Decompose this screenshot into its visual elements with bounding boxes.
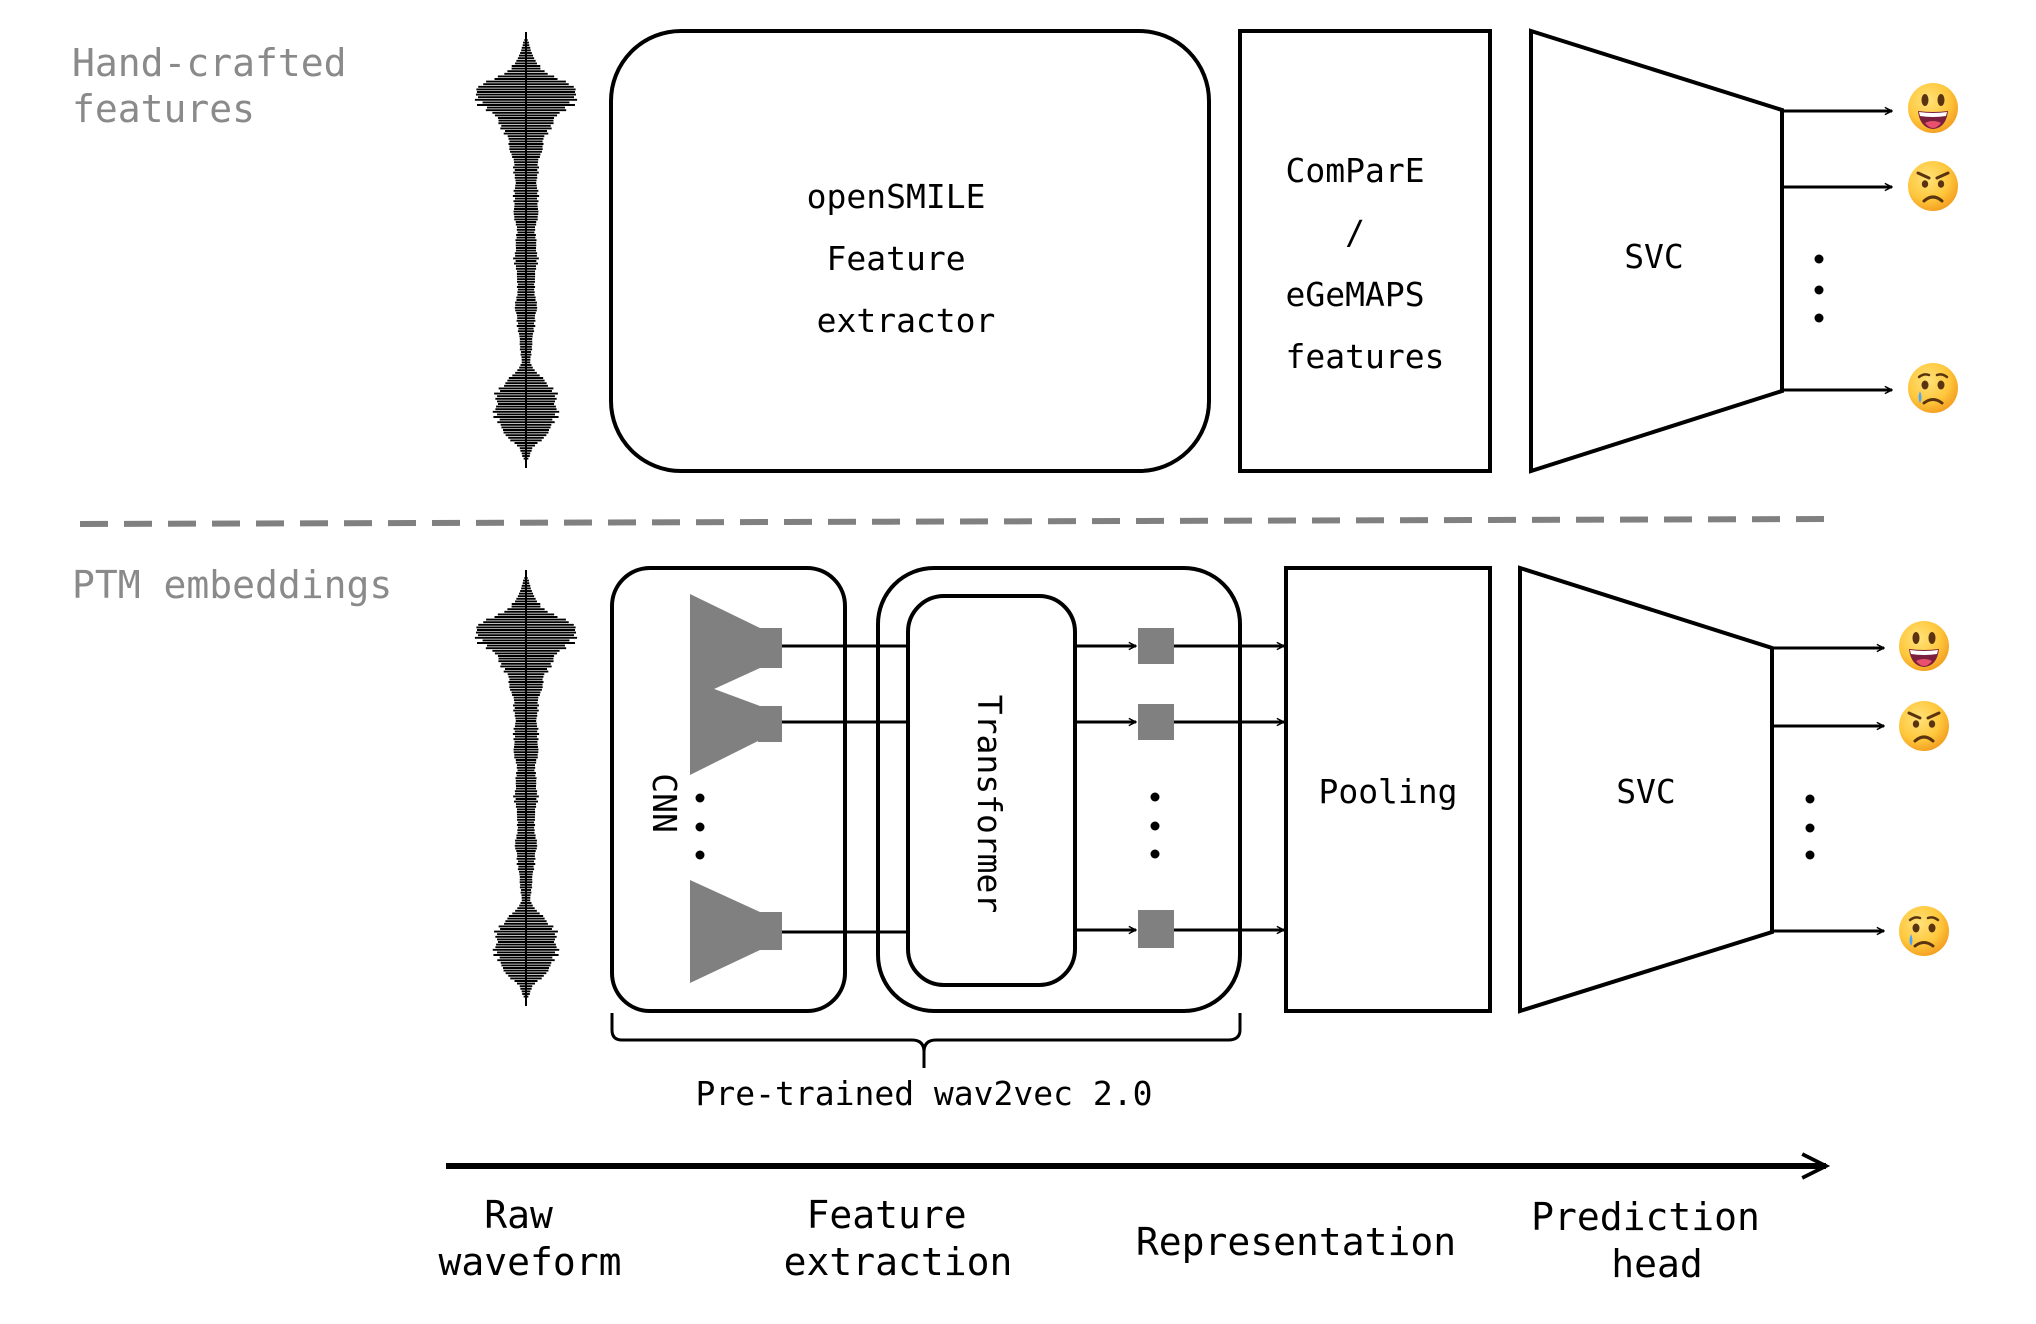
vertical-ellipsis-tokens: [1150, 792, 1160, 859]
extractor-line-2: Feature: [827, 239, 966, 278]
row-separator: [79, 516, 1833, 527]
cnn-block-3: [690, 880, 782, 983]
stage-raw-waveform: Raw waveform: [438, 1193, 621, 1284]
opensmile-extractor-box: [609, 29, 1211, 473]
grinning-face-icon: [1899, 621, 1949, 671]
vertical-ellipsis-top: [1814, 254, 1824, 323]
extractor-line-1: openSMILE: [807, 177, 986, 216]
wav2vec-brace: [610, 1013, 1242, 1068]
transformer-label: Transformer: [970, 695, 1009, 914]
top-row-label-line-2: features: [72, 87, 255, 131]
handcrafted-features-box: [1238, 29, 1492, 473]
cnn-block-1: [690, 594, 782, 700]
angry-face-icon: [1899, 701, 1949, 751]
vertical-ellipsis-bottom: [1805, 794, 1815, 860]
crying-face-icon: [1899, 906, 1949, 956]
wav2vec-outer-box: [876, 566, 1242, 1013]
stage-raw-line-1: Raw: [484, 1193, 553, 1237]
grinning-face-icon: [1908, 83, 1958, 133]
stage-head-line-2: head: [1611, 1242, 1703, 1286]
stage-head-line-1: Prediction: [1531, 1195, 1760, 1239]
cnn-block-2: [690, 680, 782, 775]
stage-feature-extraction: Feature extraction: [784, 1193, 1013, 1284]
stage-representation: Representation: [1136, 1220, 1456, 1264]
svc-head-top-label: SVC: [1624, 237, 1684, 276]
wav2vec-brace-label: Pre-trained wav2vec 2.0: [696, 1074, 1153, 1113]
raw-waveform-top: [474, 32, 578, 468]
embedding-token-3: [1138, 910, 1174, 948]
features-line-4: features: [1286, 337, 1445, 376]
top-row-label: Hand-crafted features: [72, 41, 369, 131]
handcrafted-features-label: ComParE / eGeMAPS features: [1286, 151, 1445, 376]
cnn-label: CNN: [645, 773, 684, 833]
extractor-line-3: extractor: [817, 301, 996, 340]
stage-feature-line-2: extraction: [784, 1240, 1013, 1284]
pooling-label: Pooling: [1318, 772, 1457, 811]
features-line-3: eGeMAPS: [1286, 275, 1425, 314]
opensmile-extractor-label: openSMILE Feature extractor: [807, 177, 1006, 340]
vertical-ellipsis-cnn: [695, 793, 705, 860]
features-line-1: ComParE: [1286, 151, 1425, 190]
svc-head-bottom-label: SVC: [1616, 772, 1676, 811]
stage-raw-line-2: waveform: [438, 1240, 621, 1284]
embedding-token-1: [1138, 628, 1174, 664]
embedding-token-2: [1138, 704, 1174, 740]
stage-prediction-head: Prediction head: [1531, 1195, 1783, 1286]
top-row-label-line-1: Hand-crafted: [72, 41, 347, 85]
raw-waveform-bottom: [474, 570, 578, 1006]
cnn-box: [610, 566, 847, 1013]
bottom-row-label: PTM embeddings: [72, 563, 392, 607]
features-line-2: /: [1345, 213, 1365, 252]
stage-feature-line-1: Feature: [806, 1193, 966, 1237]
transformer-box: [906, 594, 1077, 987]
crying-face-icon: [1908, 363, 1958, 413]
pooling-box: [1284, 566, 1492, 1013]
angry-face-icon: [1908, 161, 1958, 211]
